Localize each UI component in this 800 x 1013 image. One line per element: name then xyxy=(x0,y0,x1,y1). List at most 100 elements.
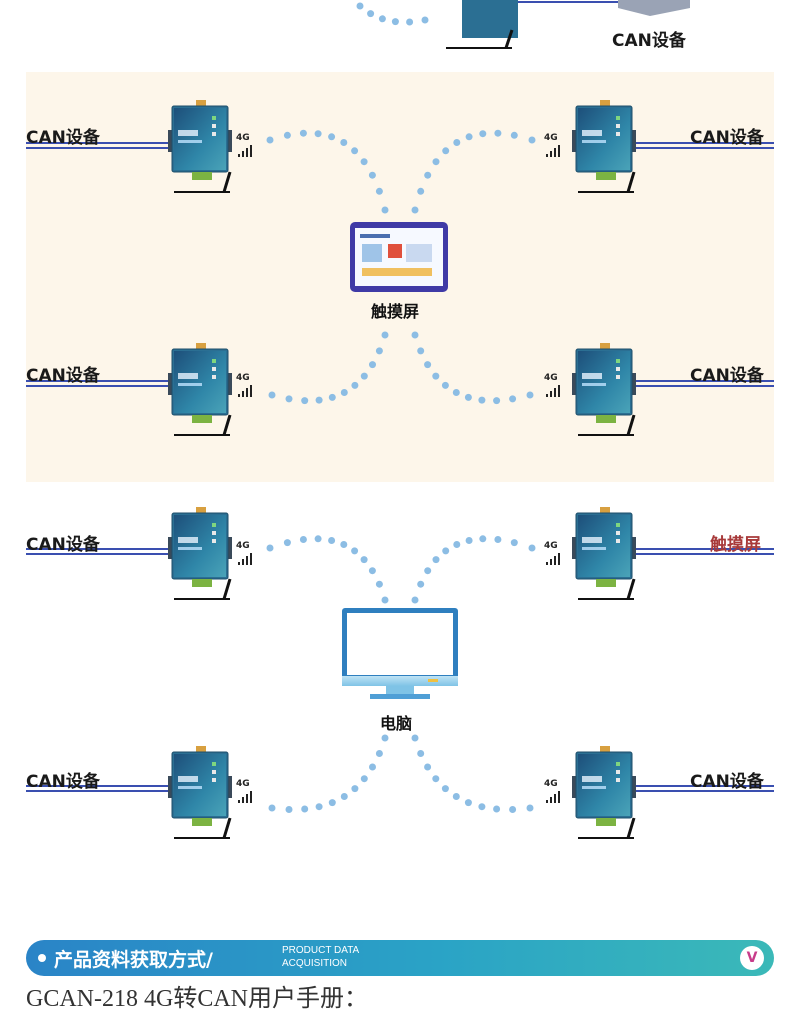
signal-bar xyxy=(246,794,248,803)
signal-dot xyxy=(452,389,460,396)
p1-rb-can-bus xyxy=(628,380,774,387)
signal-dot xyxy=(351,381,359,389)
signal-4g-text: 4G xyxy=(544,541,558,551)
top-antenna-icon xyxy=(504,29,514,49)
signal-dot xyxy=(268,804,276,812)
top-connector xyxy=(600,746,610,754)
terminal-block xyxy=(596,415,616,423)
signal-dot xyxy=(266,136,274,144)
monitor-led xyxy=(428,679,438,682)
signal-bar xyxy=(554,794,556,803)
signal-bar xyxy=(546,154,548,157)
side-rail xyxy=(572,373,578,395)
status-led xyxy=(212,359,216,363)
p2-right-bottom-4g-icon: 4G xyxy=(544,779,560,803)
panel2-left-bottom-can-label: CAN设备 xyxy=(26,772,100,792)
banner-subtitle-line2: ACQUISITION xyxy=(282,958,348,969)
p2-dots-right-bottom xyxy=(411,734,534,813)
signal-dot xyxy=(526,804,534,812)
signal-4g-text: 4G xyxy=(544,779,558,789)
signal-dot xyxy=(381,596,389,604)
device-face xyxy=(174,351,226,413)
side-rail xyxy=(226,373,232,395)
signal-bar xyxy=(238,394,240,397)
signal-dot xyxy=(479,130,487,138)
signal-dot xyxy=(391,18,399,26)
panel1-left-top-can-label: CAN设备 xyxy=(26,128,100,148)
status-led xyxy=(616,778,620,782)
touchscreen-label: 触摸屏 xyxy=(371,302,420,321)
banner-title: 产品资料获取方式/ xyxy=(54,949,213,971)
signal-dot xyxy=(424,361,432,369)
signal-bar xyxy=(554,148,556,157)
device-face xyxy=(174,108,226,170)
signal-dot xyxy=(509,395,517,403)
banner-bullet xyxy=(38,954,46,962)
p2-left-top-gateway xyxy=(168,507,232,600)
signal-dot xyxy=(375,750,383,757)
p2-left-bottom-gateway xyxy=(168,746,232,839)
top-connector xyxy=(196,343,206,351)
signal-dot xyxy=(268,391,276,399)
signal-4g-text: 4G xyxy=(236,133,250,143)
p2-left-bottom-4g-icon: 4G xyxy=(236,779,252,803)
terminal-block xyxy=(596,818,616,826)
signal-dot xyxy=(411,206,419,214)
signal-dot xyxy=(417,347,425,355)
signal-dot xyxy=(381,206,389,214)
signal-bar xyxy=(238,562,240,565)
side-rail xyxy=(168,537,174,559)
signal-dot xyxy=(528,544,536,552)
signal-dot xyxy=(417,750,425,757)
signal-dot xyxy=(367,10,375,18)
signal-bar xyxy=(546,800,548,803)
side-rail xyxy=(168,776,174,798)
signal-dot xyxy=(452,793,460,800)
signal-dot xyxy=(340,139,348,146)
panel2-left-top-can-label: CAN设备 xyxy=(26,535,100,555)
signal-dot xyxy=(442,147,450,155)
product-data-banner: 产品资料获取方式/ PRODUCT DATA ACQUISITION V xyxy=(26,940,774,976)
device-model-text xyxy=(582,140,606,143)
signal-dot xyxy=(493,397,501,405)
antenna-icon xyxy=(626,817,636,839)
top-connector xyxy=(600,507,610,515)
signal-dot xyxy=(314,535,322,543)
device-logo xyxy=(582,776,602,782)
signal-dot xyxy=(432,158,440,166)
signal-bar xyxy=(558,791,560,803)
panel1-right-top-can-label: CAN设备 xyxy=(690,128,764,148)
device-face xyxy=(174,515,226,577)
p1-left-top-gateway xyxy=(168,100,232,193)
side-rail xyxy=(572,776,578,798)
signal-dot xyxy=(360,158,368,166)
antenna-icon xyxy=(222,817,232,839)
chevron-down-icon[interactable]: V xyxy=(740,946,764,970)
status-led xyxy=(616,124,620,128)
p2-right-top-4g-icon: 4G xyxy=(544,541,560,565)
panel2-right-top-touchscreen-label: 触摸屏 xyxy=(710,535,761,555)
device-face xyxy=(578,754,630,816)
side-rail xyxy=(168,130,174,152)
top-connector xyxy=(196,507,206,515)
signal-bar xyxy=(250,791,252,803)
top-connector xyxy=(196,100,206,108)
terminal-block xyxy=(192,415,212,423)
signal-dot xyxy=(283,131,291,139)
signal-dot xyxy=(360,372,368,380)
status-led xyxy=(616,531,620,535)
status-led xyxy=(616,762,620,766)
signal-4g-text: 4G xyxy=(544,133,558,143)
signal-dot xyxy=(424,171,432,179)
side-rail xyxy=(226,537,232,559)
signal-dot xyxy=(351,147,359,155)
p2-lt-can-bus xyxy=(26,548,168,555)
side-rail xyxy=(630,130,636,152)
status-led xyxy=(212,124,216,128)
signal-dot xyxy=(411,596,419,604)
signal-dot xyxy=(378,15,386,23)
side-rail xyxy=(630,537,636,559)
panel2-right-bottom-can-label: CAN设备 xyxy=(690,772,764,792)
computer-label: 电脑 xyxy=(380,714,413,733)
signal-bar xyxy=(238,800,240,803)
